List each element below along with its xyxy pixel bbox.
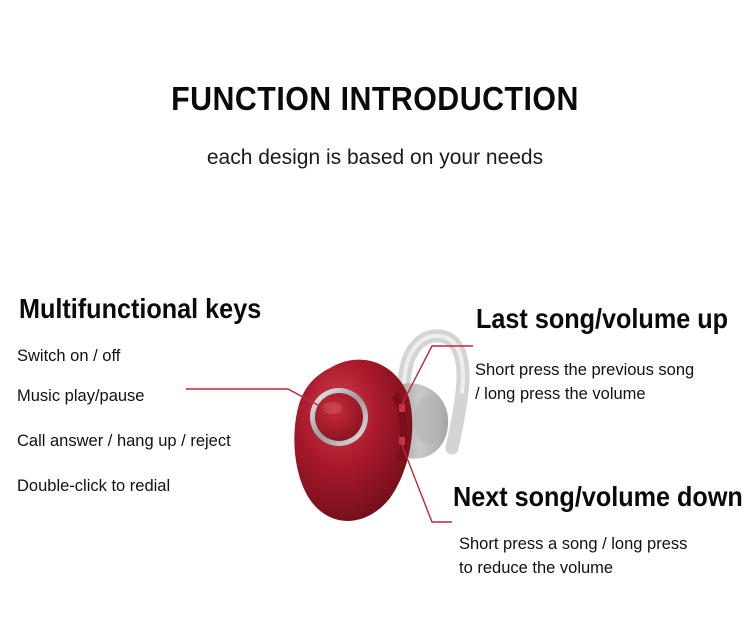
key-function-item: Double-click to redial — [17, 477, 171, 495]
key-function-item: Music play/pause — [17, 387, 145, 405]
page-subtitle: each design is based on your needs — [206, 146, 544, 169]
volume-up-description-line: Short press the previous song — [475, 361, 695, 379]
key-function-item: Switch on / off — [17, 347, 121, 365]
page-title: FUNCTION INTRODUCTION — [171, 80, 579, 117]
volume-down-description-line: to reduce the volume — [459, 559, 614, 577]
main-button — [315, 393, 363, 441]
key-function-item: Call answer / hang up / reject — [17, 432, 231, 450]
volume-down-heading: Next song/volume down — [453, 481, 743, 512]
leader-line-volume-down — [399, 439, 452, 523]
leader-line-main-button — [186, 388, 328, 411]
left-heading: Multifunctional keys — [19, 293, 262, 324]
volume-up-description-line: / long press the volume — [475, 385, 646, 403]
volume-up-heading: Last song/volume up — [476, 303, 729, 334]
leader-line-volume-up — [399, 345, 473, 409]
volume-down-description-line: Short press a song / long press — [459, 535, 688, 553]
